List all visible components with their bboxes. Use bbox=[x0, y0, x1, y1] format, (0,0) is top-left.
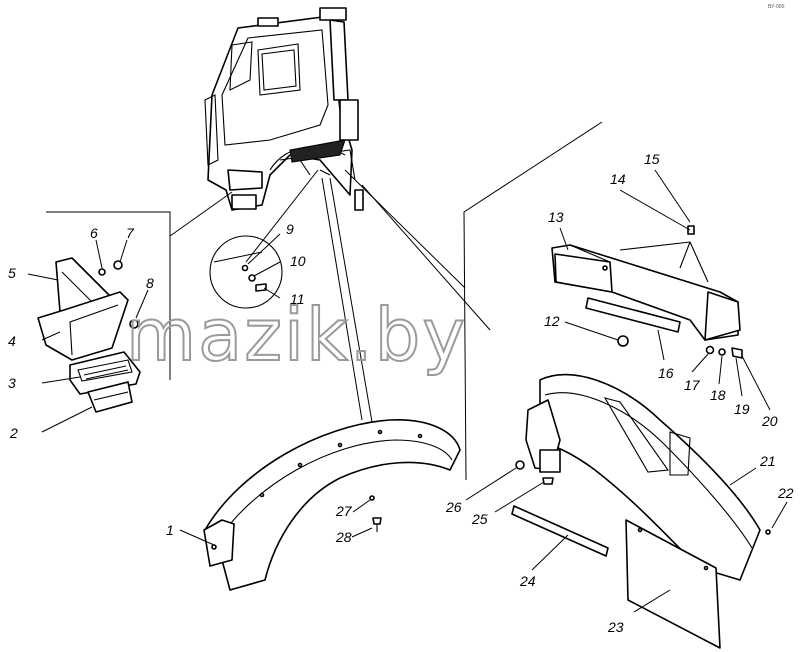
callout-9: 9 bbox=[286, 221, 294, 237]
callout-20: 20 bbox=[761, 413, 778, 429]
guide-lines bbox=[46, 121, 603, 481]
callout-5: 5 bbox=[8, 265, 16, 281]
corner-code: ВУ-000 bbox=[768, 4, 785, 10]
callout-6: 6 bbox=[90, 225, 98, 241]
callout-7: 7 bbox=[126, 225, 135, 241]
callout-24: 24 bbox=[519, 573, 536, 589]
callout-4: 4 bbox=[8, 333, 16, 349]
callout-15: 15 bbox=[644, 151, 660, 167]
callout-18: 18 bbox=[710, 387, 726, 403]
callout-3: 3 bbox=[8, 375, 16, 391]
callout-leaders bbox=[27, 169, 788, 613]
callout-10: 10 bbox=[290, 253, 306, 269]
callout-23: 23 bbox=[607, 619, 624, 635]
callout-numbers: 1 2 3 4 5 6 7 8 9 10 11 12 13 14 15 16 1… bbox=[8, 151, 794, 635]
callout-1: 1 bbox=[166, 522, 174, 538]
callout-22: 22 bbox=[777, 485, 794, 501]
fender-1 bbox=[203, 419, 461, 591]
callout-25: 25 bbox=[471, 511, 488, 527]
callout-14: 14 bbox=[610, 171, 626, 187]
callout-13: 13 bbox=[548, 209, 564, 225]
watermark-text: mazik.by bbox=[126, 293, 467, 377]
callout-2: 2 bbox=[9, 425, 18, 441]
mud-flap-and-strip bbox=[511, 505, 721, 649]
rear-fender bbox=[515, 373, 771, 581]
callout-16: 16 bbox=[658, 365, 674, 381]
upper-splash-guard bbox=[551, 225, 743, 359]
callout-12: 12 bbox=[544, 313, 560, 329]
callout-26: 26 bbox=[445, 499, 462, 515]
callout-27: 27 bbox=[335, 503, 353, 519]
callout-11: 11 bbox=[290, 291, 305, 307]
step-assembly bbox=[37, 257, 141, 413]
detail-circle bbox=[209, 235, 283, 309]
callout-28: 28 bbox=[335, 529, 352, 545]
callout-8: 8 bbox=[146, 275, 154, 291]
callout-21: 21 bbox=[759, 453, 776, 469]
callout-19: 19 bbox=[734, 401, 750, 417]
truck-cab bbox=[204, 7, 364, 211]
callout-17: 17 bbox=[684, 377, 701, 393]
